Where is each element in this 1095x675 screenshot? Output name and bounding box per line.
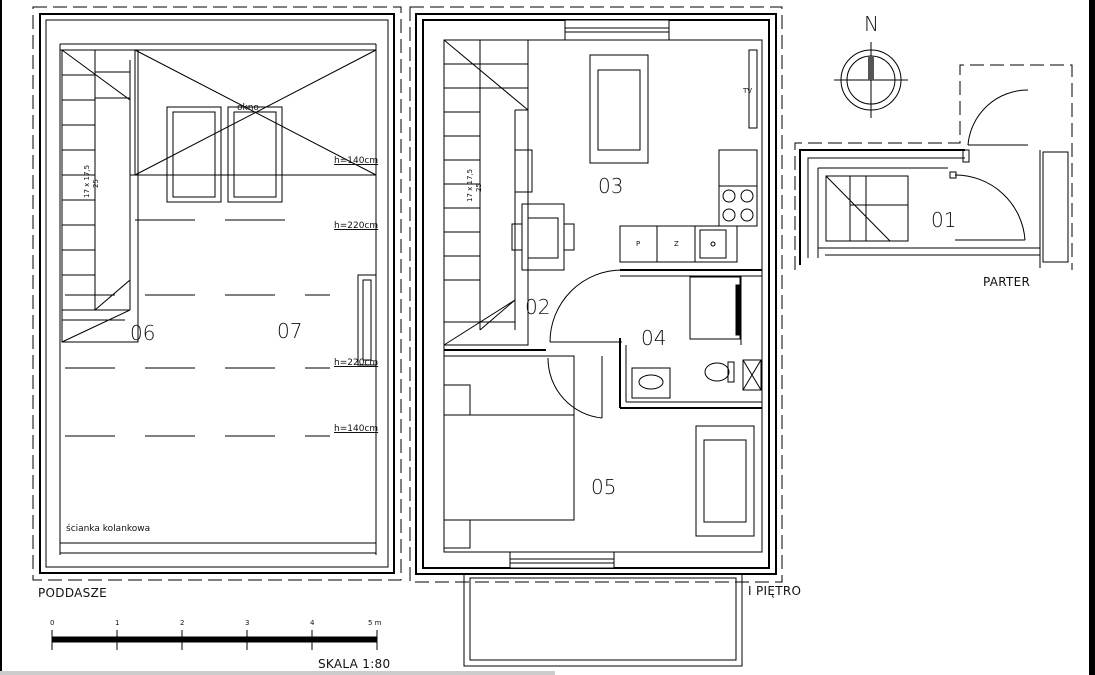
height-note-220-top: h=220cm — [334, 221, 379, 231]
ground-floor-section-title: PARTER — [983, 275, 1031, 289]
dishwasher-label: Z — [674, 240, 679, 248]
floor-stair-count: 25 — [475, 183, 483, 192]
room-04-label: 04 — [641, 326, 667, 350]
room-06-label: 06 — [130, 321, 156, 345]
tv-label: TV — [743, 87, 753, 95]
height-note-220-bottom: h=220cm — [334, 358, 379, 368]
scale-tick-0: 0 — [50, 619, 55, 627]
scale-tick-1: 1 — [115, 619, 120, 627]
floor-stair-dimension: 17 x 17,5 — [466, 168, 474, 202]
knee-wall-note: ścianka kolankowa — [66, 524, 151, 534]
attic-section-title: PODDASZE — [38, 586, 107, 600]
attic-stair-count: 25 — [92, 179, 100, 188]
first-floor-section-title: I PIĘTRO — [748, 584, 802, 598]
first-floor-plan — [409, 6, 783, 667]
scale-tick-2: 2 — [180, 619, 185, 627]
scale-tick-4: 4 — [310, 619, 315, 627]
height-note-140-top: h=140cm — [334, 156, 379, 166]
skylight-label: okno — [237, 103, 259, 113]
attic-plan — [32, 6, 402, 581]
scale-bar — [51, 630, 378, 650]
north-compass — [834, 42, 908, 118]
fridge-label: P — [636, 240, 641, 248]
room-07-label: 07 — [277, 319, 303, 343]
scale-tick-3: 3 — [245, 619, 250, 627]
compass-north-label: N — [864, 12, 879, 36]
ground-floor-plan — [794, 64, 1073, 270]
scale-label: SKALA 1:80 — [318, 657, 391, 671]
room-01-label: 01 — [931, 208, 957, 232]
scale-tick-5: 5 m — [368, 619, 382, 627]
room-05-label: 05 — [591, 475, 617, 499]
room-03-label: 03 — [598, 174, 624, 198]
attic-stair-dimension: 17 x 17,5 — [83, 164, 91, 198]
height-note-140-bottom: h=140cm — [334, 424, 379, 434]
room-02-label: 02 — [525, 295, 551, 319]
